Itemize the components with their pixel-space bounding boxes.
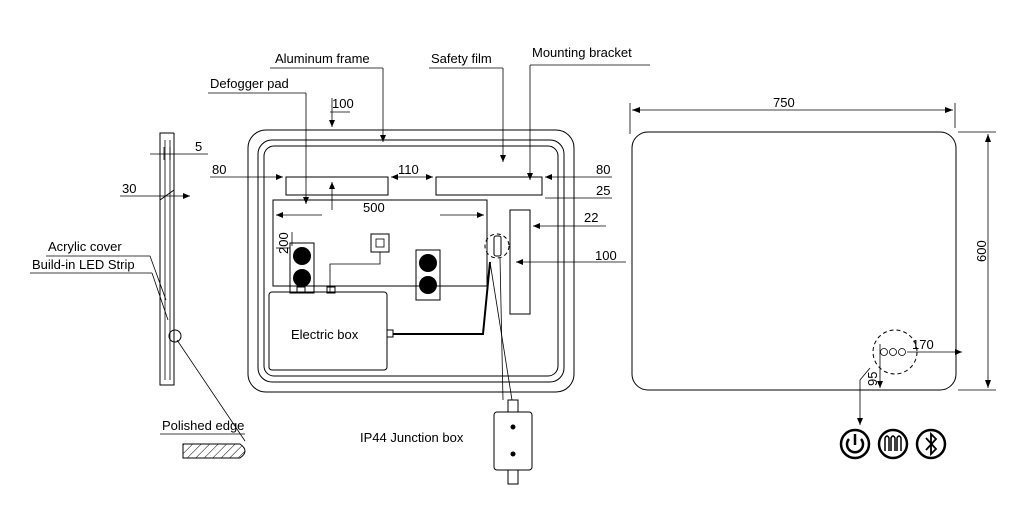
mounting-bracket-right xyxy=(435,176,543,196)
dim-right-22: 22 xyxy=(584,210,598,225)
dim-height-600: 600 xyxy=(974,240,989,262)
dim-right-100: 100 xyxy=(595,248,617,263)
dim-width-500: 500 xyxy=(363,200,385,215)
label-safety-film: Safety film xyxy=(431,51,492,66)
speaker-right xyxy=(415,249,441,301)
bluetooth-icon xyxy=(915,428,947,460)
front-view: 750 600 170 95 xyxy=(629,95,996,460)
label-defogger-pad: Defogger pad xyxy=(210,76,289,91)
power-icon xyxy=(839,428,871,460)
label-led-strip: Build-in LED Strip xyxy=(32,257,135,272)
mounting-bracket-left xyxy=(285,176,389,196)
label-acrylic-cover: Acrylic cover xyxy=(48,239,122,254)
back-view: Electric box IP44 Junction box Aluminum … xyxy=(208,45,650,485)
sensor-module xyxy=(370,233,390,253)
label-junction-box: IP44 Junction box xyxy=(360,430,464,445)
defogger-pad xyxy=(272,199,488,287)
dim-middle-110: 110 xyxy=(398,162,419,177)
dim-right-25: 25 xyxy=(596,183,610,198)
label-mounting-bracket: Mounting bracket xyxy=(532,45,632,60)
dim-left-80: 80 xyxy=(212,162,226,177)
junction-box xyxy=(493,399,533,485)
dim-side-30: 30 xyxy=(122,181,136,196)
polished-edge-detail xyxy=(182,443,246,459)
electric-box-label: Electric box xyxy=(291,327,359,342)
dim-right-80: 80 xyxy=(596,162,610,177)
dim-height-200: 200 xyxy=(276,232,291,254)
led-strip-marker xyxy=(168,329,182,343)
label-aluminum-frame: Aluminum frame xyxy=(275,51,370,66)
side-view: 5 30 Acrylic cover Build-in LED Strip Po… xyxy=(30,132,246,459)
switch-detail-circle xyxy=(484,233,510,259)
dim-top-100: 100 xyxy=(332,96,354,111)
dim-switch-95: 95 xyxy=(865,372,880,386)
label-polished-edge: Polished edge xyxy=(162,418,244,433)
dim-side-5: 5 xyxy=(195,139,202,154)
defogger-icon xyxy=(877,428,909,460)
dim-width-750: 750 xyxy=(773,95,795,110)
speaker-left xyxy=(289,242,315,294)
dim-switch-170: 170 xyxy=(912,337,934,352)
